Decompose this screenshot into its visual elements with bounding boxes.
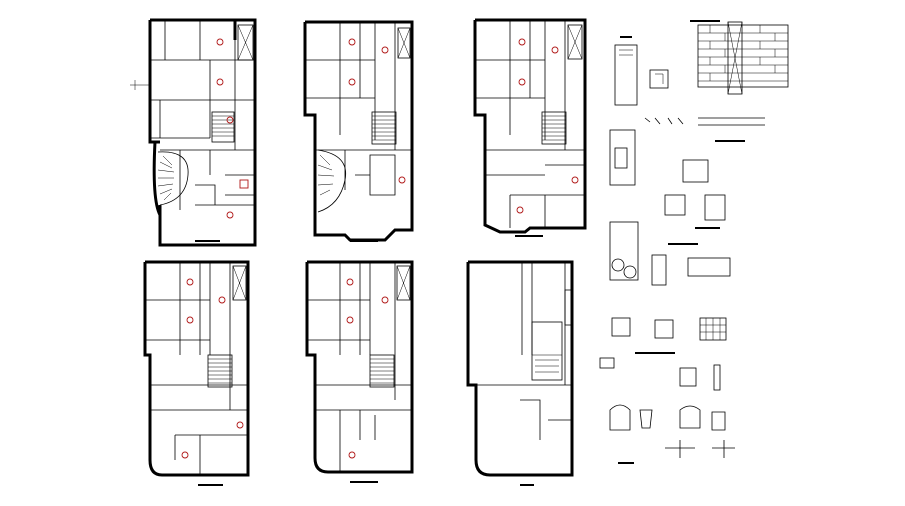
brick-wall-detail [690,20,789,142]
floor-plan-3 [473,18,587,237]
floor-plan-5 [305,260,414,483]
plumbing-details [599,20,789,464]
floor-plan-2 [303,20,414,242]
floor-plan-4 [143,260,250,486]
floor-plan-1 [130,18,257,247]
floor-plan-6 [466,260,574,486]
